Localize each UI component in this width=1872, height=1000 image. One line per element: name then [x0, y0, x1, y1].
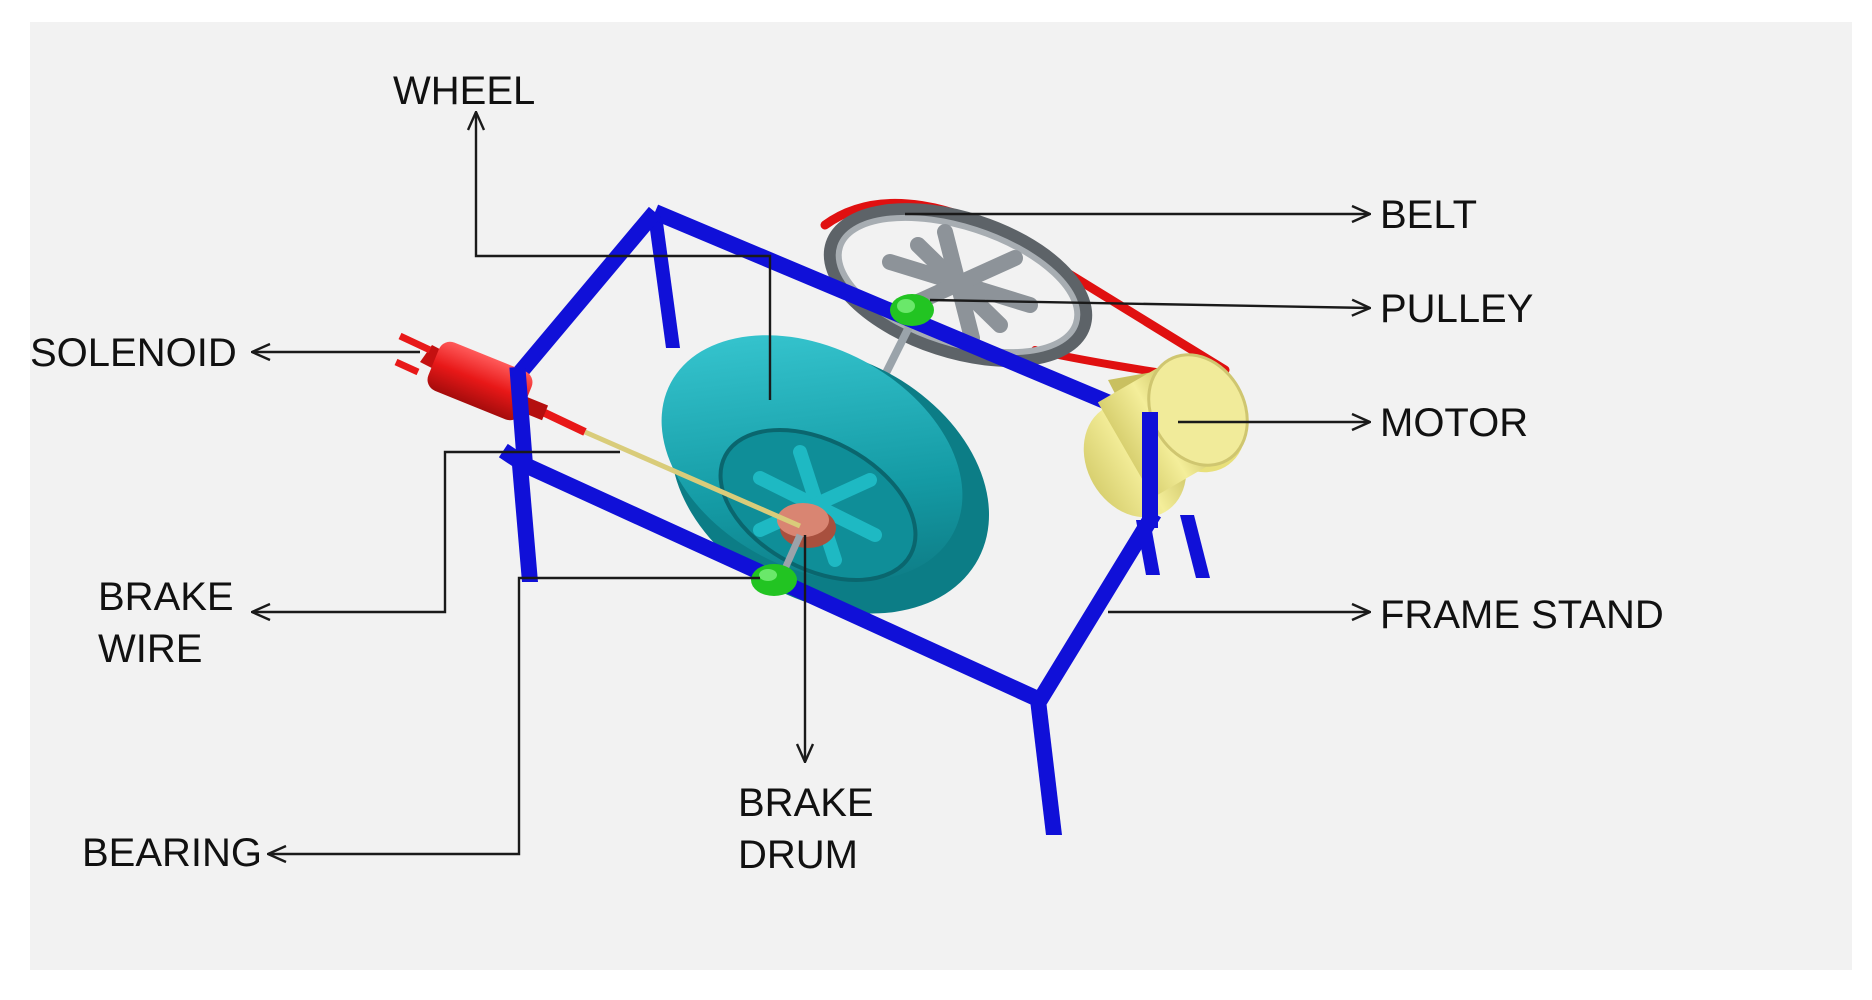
wheel-leader — [476, 112, 772, 400]
label-pulley: PULLEY — [1380, 287, 1533, 331]
label-belt: BELT — [1380, 193, 1477, 237]
bearing-leader — [268, 576, 760, 854]
labels: WHEEL BELT PULLEY SOLENOID MOTOR BRAKE W… — [30, 69, 1664, 877]
bearing-upper — [890, 294, 934, 326]
label-frame-stand: FRAME STAND — [1380, 593, 1664, 637]
main-wheel — [661, 335, 990, 614]
brake-wire-part — [583, 429, 802, 529]
brake-drum-part — [777, 503, 836, 548]
leader-lines — [252, 112, 1370, 854]
label-bearing: BEARING — [82, 831, 262, 875]
motor-part — [1083, 353, 1249, 518]
label-motor: MOTOR — [1380, 401, 1528, 445]
frame-back-legs — [648, 215, 1210, 578]
bearing-lower — [751, 564, 797, 596]
label-brake-wire-2: WIRE — [98, 627, 202, 671]
brake-wire-leader — [252, 450, 620, 612]
label-wheel: WHEEL — [393, 69, 535, 113]
label-brake-drum-2: DRUM — [738, 833, 858, 877]
label-solenoid: SOLENOID — [30, 331, 237, 375]
frame-front-legs — [512, 465, 1160, 835]
label-brake-drum-1: BRAKE — [738, 781, 874, 825]
pulley-leader — [929, 300, 1370, 308]
machine-illustration — [394, 198, 1249, 835]
label-brake-wire-1: BRAKE — [98, 575, 234, 619]
